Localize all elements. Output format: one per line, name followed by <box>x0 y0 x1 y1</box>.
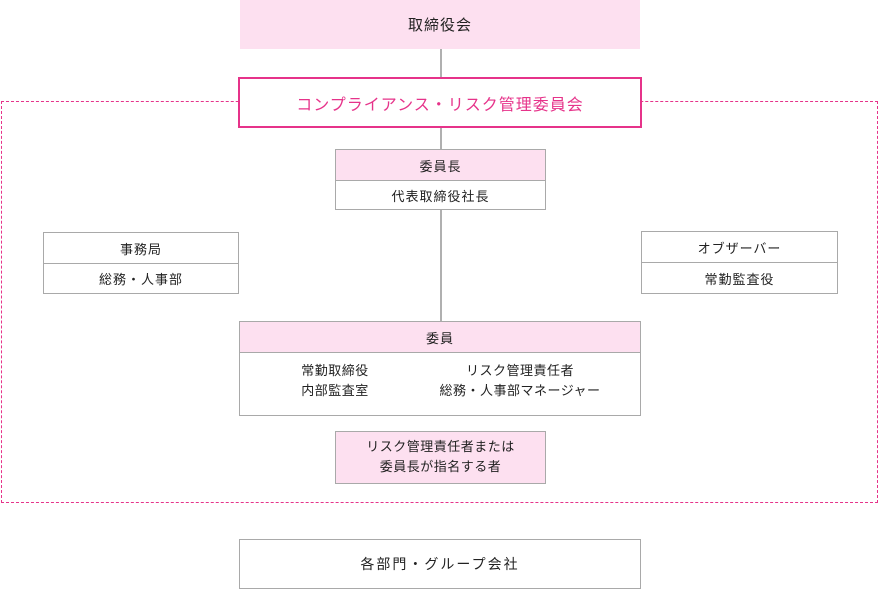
board-label: 取締役会 <box>407 16 472 34</box>
member-item: 常勤取締役 <box>301 364 369 379</box>
secretariat-box: 事務局 総務・人事部 <box>43 232 239 294</box>
observer-holder: 常勤監査役 <box>704 272 775 288</box>
member-item: 内部監査室 <box>301 384 369 399</box>
connector-board-committee <box>440 49 442 77</box>
designee-line-1: リスク管理責任者または <box>366 439 515 455</box>
chair-holder: 代表取締役社長 <box>391 189 490 205</box>
connector-chair-members <box>440 210 442 321</box>
secretariat-holder: 総務・人事部 <box>98 273 183 288</box>
members-right-column: リスク管理責任者 総務・人事部マネージャー <box>415 362 625 402</box>
committee-title-box: コンプライアンス・リスク管理委員会 <box>238 77 642 128</box>
member-item: リスク管理責任者 <box>465 364 574 379</box>
chair-header: 委員長 <box>336 150 545 180</box>
chair-box: 委員長 代表取締役社長 <box>335 149 546 210</box>
members-box: 委員 常勤取締役 内部監査室 リスク管理責任者 総務・人事部マネージャー <box>239 321 641 416</box>
observer-body: 常勤監査役 <box>642 263 837 293</box>
departments-label: 各部門・グループ会社 <box>360 557 520 573</box>
departments-box: 各部門・グループ会社 <box>239 539 641 589</box>
secretariat-divider <box>44 263 238 264</box>
committee-title: コンプライアンス・リスク管理委員会 <box>296 94 584 114</box>
secretariat-title: 事務局 <box>119 242 162 258</box>
observer-title: オブザーバー <box>697 241 782 257</box>
chair-divider <box>336 180 545 181</box>
connector-committee-chair <box>440 128 442 149</box>
secretariat-header: 事務局 <box>44 233 238 263</box>
members-divider <box>240 352 640 353</box>
members-header: 委員 <box>240 322 640 352</box>
board-box: 取締役会 <box>240 0 640 49</box>
chair-title: 委員長 <box>419 159 462 175</box>
member-item: 総務・人事部マネージャー <box>439 384 601 399</box>
members-left-column: 常勤取締役 内部監査室 <box>270 362 400 402</box>
secretariat-body: 総務・人事部 <box>44 264 238 293</box>
observer-box: オブザーバー 常勤監査役 <box>641 231 838 294</box>
observer-divider <box>642 262 837 263</box>
observer-header: オブザーバー <box>642 232 837 262</box>
members-title: 委員 <box>425 331 454 347</box>
chair-body: 代表取締役社長 <box>336 181 545 209</box>
designee-box: リスク管理責任者または 委員長が指名する者 <box>335 431 546 484</box>
designee-line-2: 委員長が指名する者 <box>379 459 502 475</box>
